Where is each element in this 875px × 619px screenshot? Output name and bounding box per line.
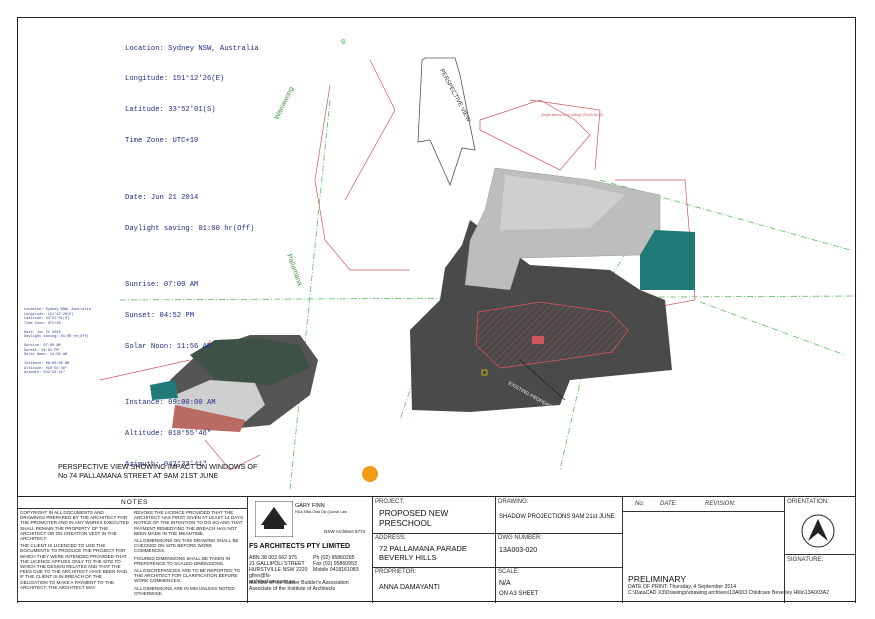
dwg-value: 13A003-020 xyxy=(499,547,538,554)
note-discrepancies: ALL DISCREPANCIES ARE TO BE REPORTED TO … xyxy=(134,568,241,584)
footprint-marker xyxy=(532,336,544,344)
drawing-value: SHADOW PROJECTIONS 9AM 21st JUNE xyxy=(499,514,615,520)
azimuth: Azimuth: 042°33'41" xyxy=(125,461,207,470)
time-zone: Time Zone: UTC+10 xyxy=(125,137,199,146)
project-value: PROPOSED NEW PRESCHOOL xyxy=(379,508,449,528)
proposed-preschool-footprint xyxy=(475,301,629,369)
title-block: NOTES COPYRIGHT IN ALL DOCUMENTS AND DRA… xyxy=(17,496,856,603)
address-label: ADDRESS: xyxy=(375,535,406,541)
dwg-label: DWG NUMBER: xyxy=(498,535,542,541)
qualifications: FAIA MBA Grad Dip (Const) Law xyxy=(295,510,347,514)
phone: Ph (02) 95860285 xyxy=(313,555,355,561)
sheet-value: ON A3 SHEET xyxy=(499,591,539,597)
membership-mba: Member of the Master Builder's Associati… xyxy=(249,580,349,586)
altitude: Altitude: 018°55'46" xyxy=(125,430,212,439)
firm-block: GARY FINN FAIA MBA Grad Dip (Const) Law … xyxy=(249,501,370,601)
address-value: 72 PALLAMANA PARADE BEVERLY HILLS xyxy=(379,544,467,562)
date-of-print: DATE OF PRINT: Thursday, 4 September 201… xyxy=(628,584,737,590)
neighbour-note-text: Single storey brick cottage (Roof) No.43 xyxy=(541,113,603,117)
daylight-saving: Daylight saving: 01:00 hr(Off) xyxy=(125,224,255,233)
firm-contact: Ph (02) 95860285 Fax (02) 95860953 Mobil… xyxy=(313,555,373,573)
membership-iaa: Associate of the Institute of Architects xyxy=(249,586,336,592)
firm-name: FS ARCHITECTS PTY LIMITED xyxy=(249,543,351,550)
sunset: Sunset: 04:52 PM xyxy=(125,312,195,321)
notes-col-1: COPYRIGHT IN ALL DOCUMENTS AND DRAWINGS … xyxy=(20,510,130,592)
note-revoke: REVOKE THE LICENCE PROVIDED THAT THE ARC… xyxy=(134,510,244,536)
project-label: PROJECT: xyxy=(375,499,405,505)
small-sun-info: Location: Sydney NSW, Australia Longitud… xyxy=(24,308,91,375)
location: Location: Sydney NSW, Australia xyxy=(125,44,259,53)
raia-logo-icon xyxy=(255,501,293,537)
drawing-sheet-border xyxy=(17,17,856,602)
proprietor-value: ANNA DAMAYANTI xyxy=(379,584,440,591)
street: 21 GALLIPOLI STREET xyxy=(249,561,305,567)
sun-info-block: Location: Sydney NSW, Australia Longitud… xyxy=(125,23,259,481)
note-figured: FIGURED DIMENSIONS SHALL BE TAKEN IN PRE… xyxy=(134,555,231,566)
mobile: Mobile 0418161083 xyxy=(313,567,359,573)
sunrise: Sunrise: 07:00 AM xyxy=(125,281,199,290)
roof-left-teal xyxy=(150,380,178,400)
file-path: C:\DataCAD X3\Drawings\drawing archives\… xyxy=(628,590,829,596)
latitude: Latitude: 33°52'01(S) xyxy=(125,106,216,115)
status: PRELIMINARY xyxy=(628,574,687,584)
suburb: HURSTVILLE NSW 2220 xyxy=(249,567,308,573)
perspective-view-arrow xyxy=(417,57,476,187)
signature-label: SIGNATURE: xyxy=(787,557,824,563)
solar-noon: Solar Noon: 11:56 AM xyxy=(125,342,212,351)
roof-left-dark xyxy=(190,338,310,385)
drawing-label: DRAWING: xyxy=(498,499,529,505)
note-mm: ALL DIMENSIONS ARE IN MM UNLESS NOTED OT… xyxy=(134,585,235,596)
longitude: Longitude: 151°12'26(E) xyxy=(125,75,225,84)
scale-label: SCALE: xyxy=(498,569,520,575)
rev-date-label: DATE: xyxy=(660,501,678,507)
note-licence: THE CLIENT IS LICENCED TO USE THE DOCUME… xyxy=(20,543,129,590)
note-check-site: ALL DIMENSIONS ON THIS DRAWING SHALL BE … xyxy=(134,538,239,554)
email: gfinn@fs-architecture.com.au xyxy=(249,573,295,585)
neighbour-note: Single storey brick cottage (Roof) No.43 xyxy=(541,113,603,117)
firm-address: ABN 38 003 662 975 21 GALLIPOLI STREET H… xyxy=(249,555,311,585)
orientation-label: ORIENTATION: xyxy=(787,499,829,505)
street-label-3: St xyxy=(338,38,346,46)
roof-main-top xyxy=(500,175,625,230)
roof-teal xyxy=(640,230,695,290)
date: Date: Jun 21 2014 xyxy=(125,193,199,202)
perspective-caption: PERSPECTIVE VIEW SHOWING IMPACT ON WINDO… xyxy=(58,462,258,480)
tree-marker xyxy=(481,369,488,376)
registration: NSW Architect 5774 xyxy=(324,529,366,534)
street-label-1: Warrawong xyxy=(274,86,296,121)
street-label-2: Pallamana xyxy=(285,253,303,287)
notes-col-2: REVOKE THE LICENCE PROVIDED THAT THE ARC… xyxy=(134,510,244,598)
rev-no-label: No: xyxy=(635,501,645,507)
firm-membership: Member of the Master Builder's Associati… xyxy=(249,580,374,592)
sun-marker xyxy=(362,466,378,482)
scale-value: N/A xyxy=(499,580,511,587)
existing-property-line xyxy=(519,359,566,401)
proprietor-label: PROPRIETOR: xyxy=(375,569,417,575)
rev-label: REVISION: xyxy=(705,501,736,507)
instance: Instance: 09:00:00 AM xyxy=(125,399,216,408)
wall-left xyxy=(172,405,245,432)
note-copyright: COPYRIGHT IN ALL DOCUMENTS AND DRAWINGS … xyxy=(20,510,129,542)
fax: Fax (02) 95860953 xyxy=(313,561,357,567)
site-plan: PERSPECTIVE VIEW EXISTING PROPERTY Warra… xyxy=(99,38,856,491)
principal: GARY FINN xyxy=(295,503,325,509)
abn: ABN 38 003 662 975 xyxy=(249,555,298,561)
north-point-icon xyxy=(801,514,835,548)
notes-title: NOTES xyxy=(121,499,149,506)
